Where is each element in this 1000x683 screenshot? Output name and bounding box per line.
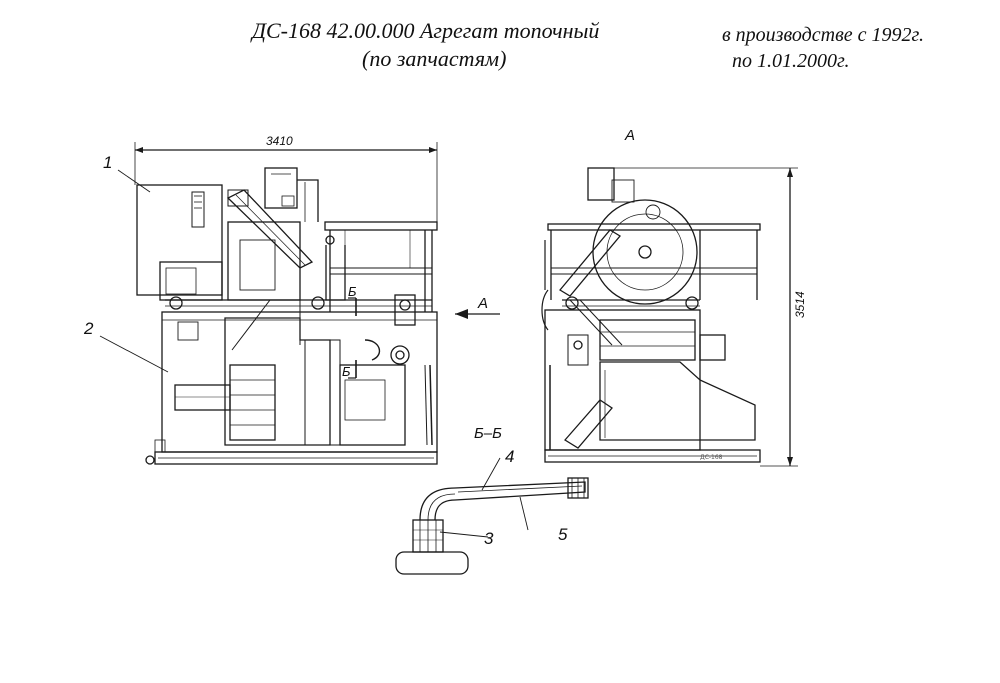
dimension-height: 3514 xyxy=(793,291,807,318)
production-period-line-2: по 1.01.2000г. xyxy=(732,50,850,72)
view-arrow-label: А xyxy=(477,295,488,312)
section-mark-bottom: Б xyxy=(342,364,351,379)
front-view xyxy=(99,142,500,465)
title-line-1: ДС-168 42.00.000 Агрегат топочный xyxy=(252,18,600,43)
callout-2: 2 xyxy=(83,319,94,338)
callout-5: 5 xyxy=(558,525,568,544)
view-a-label: А xyxy=(624,127,635,144)
production-period-line-1: в производстве с 1992г. xyxy=(722,24,925,46)
section-title: Б–Б xyxy=(474,425,502,442)
section-mark-top: Б xyxy=(348,284,357,299)
section-b-b-detail xyxy=(395,457,589,575)
callout-1: 1 xyxy=(103,153,112,172)
svg-text:ДС-168: ДС-168 xyxy=(700,454,723,461)
callout-3: 3 xyxy=(484,529,494,548)
callout-4: 4 xyxy=(505,447,514,466)
title-line-2: (по запчастям) xyxy=(362,46,507,71)
side-view-a: ДС-168 xyxy=(541,167,798,467)
dimension-width: 3410 xyxy=(266,134,293,148)
